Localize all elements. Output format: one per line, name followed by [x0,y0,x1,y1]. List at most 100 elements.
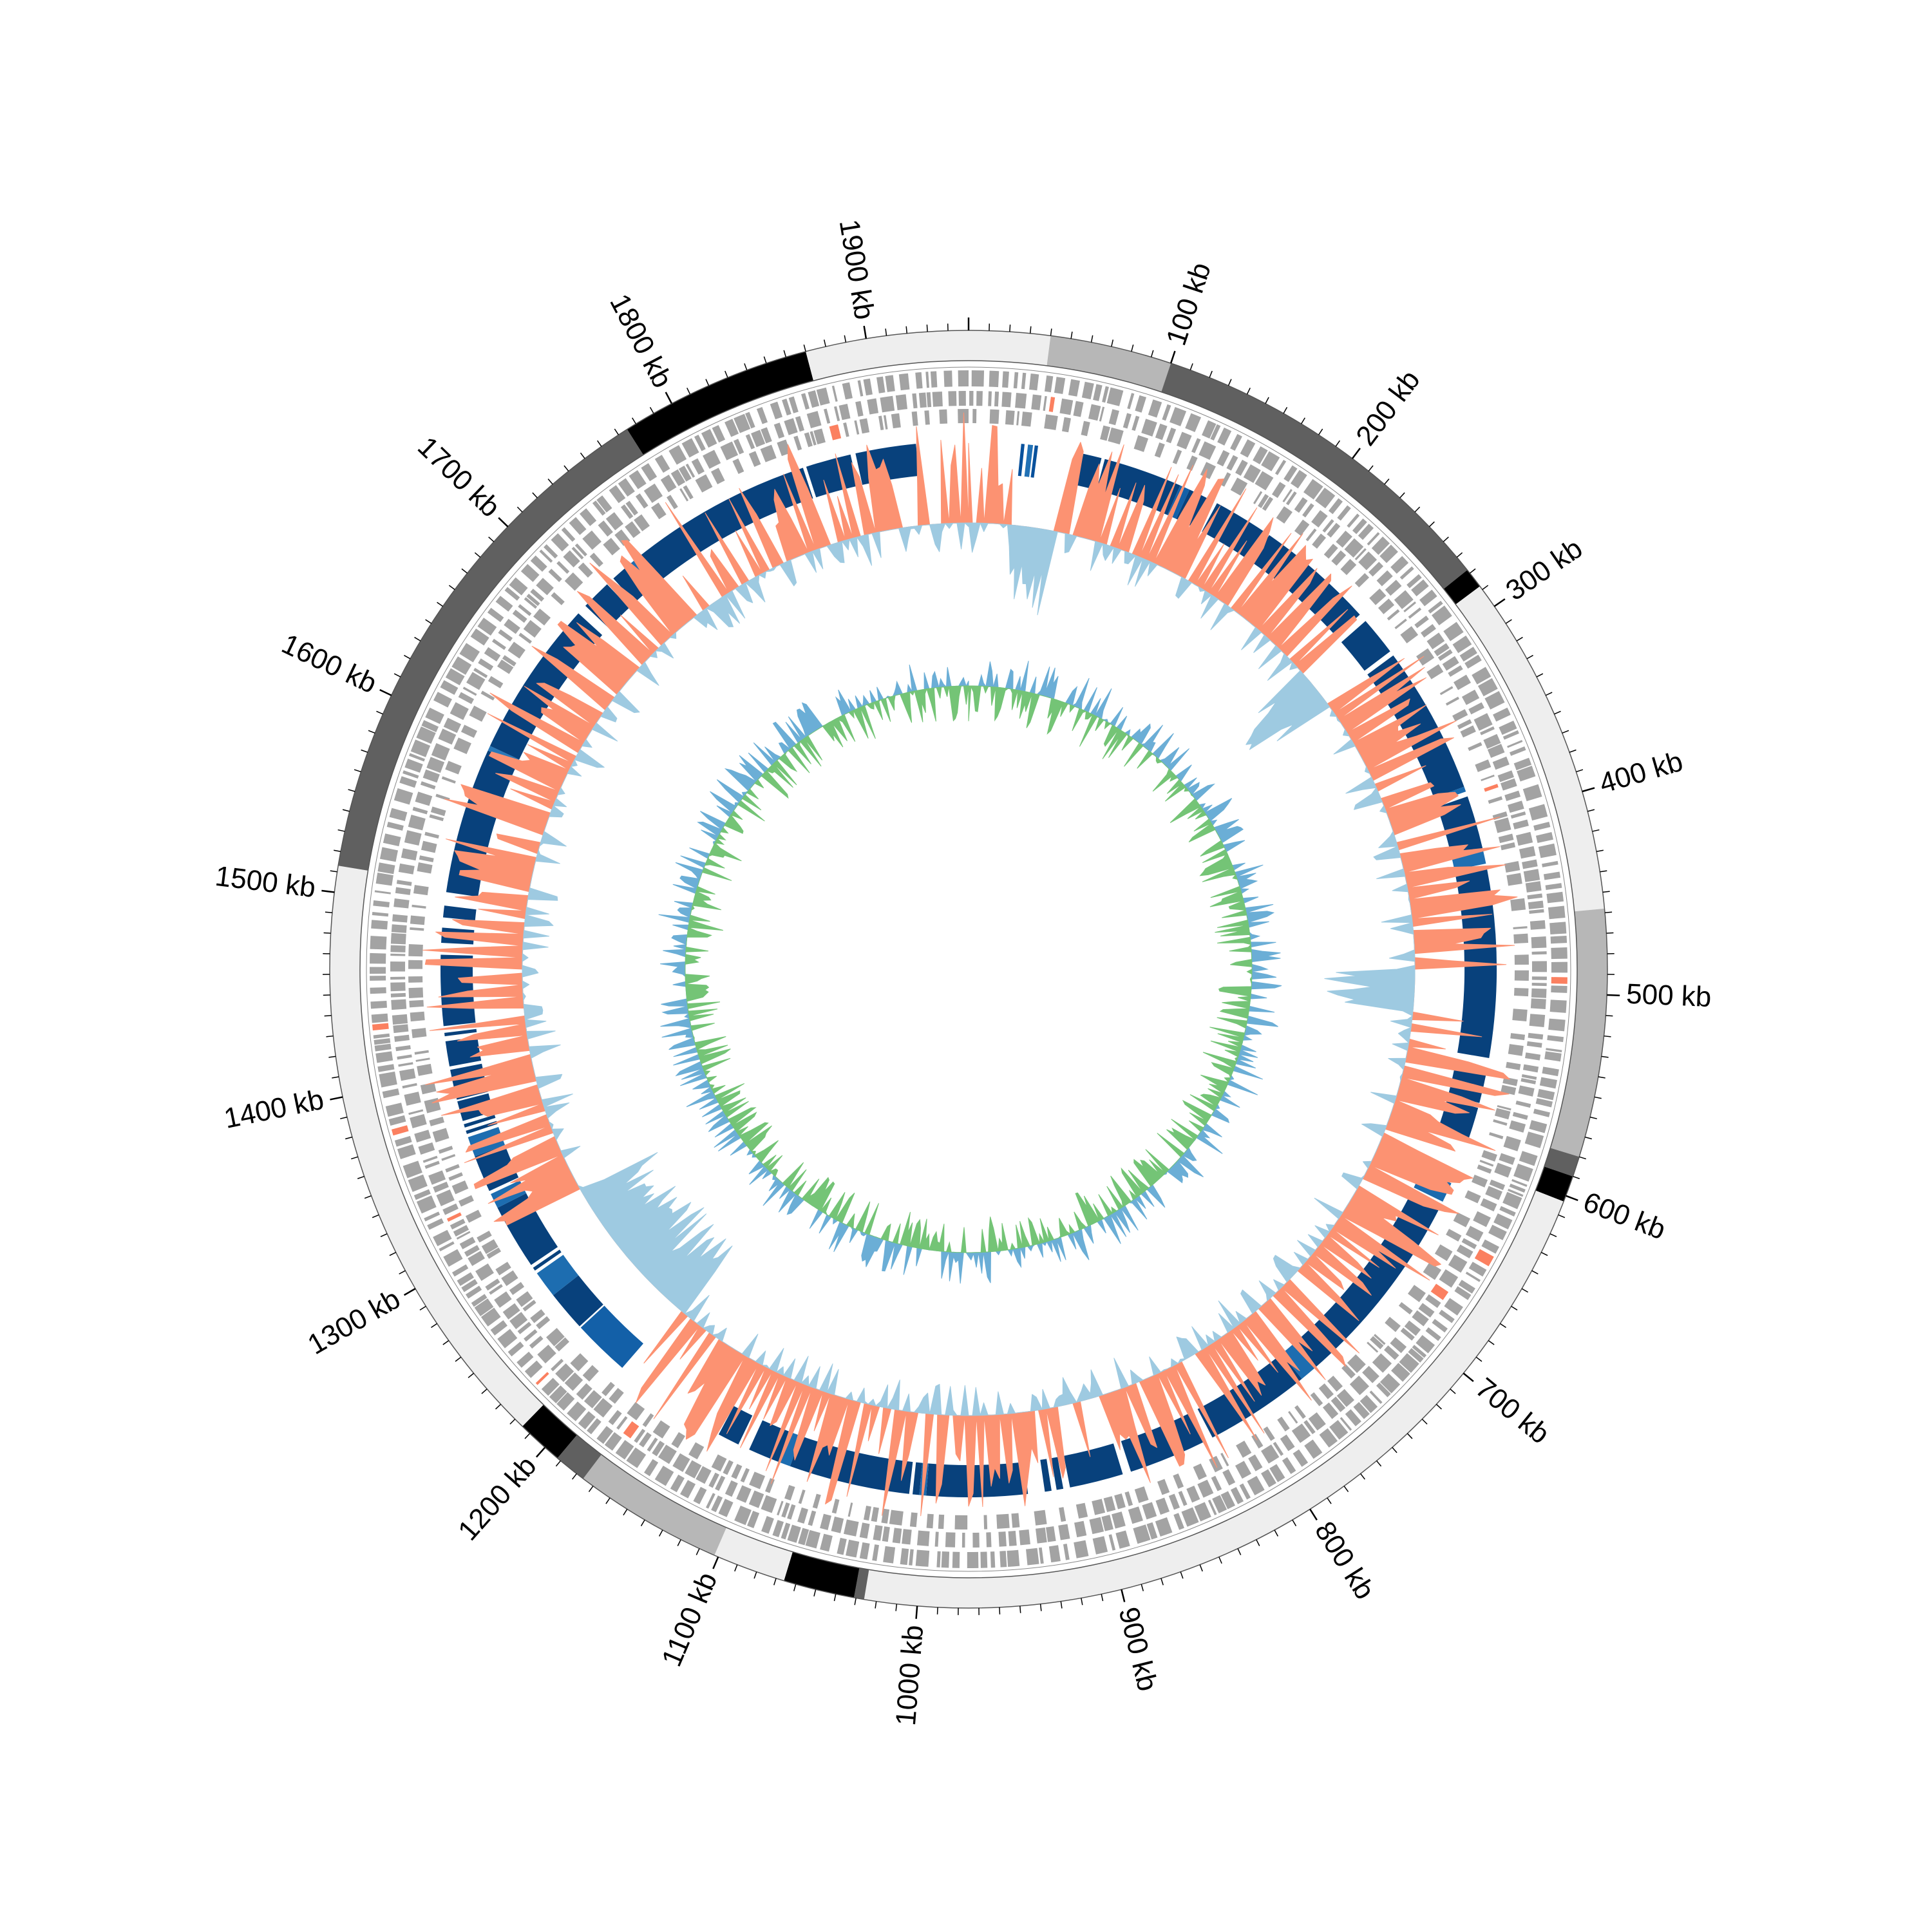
gene-feature [413,1189,431,1200]
gene-feature [782,399,791,416]
gene-feature [708,1472,719,1488]
gene-feature [1235,1461,1251,1479]
major-tick [863,325,867,339]
gene-feature [1508,1188,1524,1197]
gene-feature [882,1526,890,1542]
gene-feature [596,1426,614,1444]
gene-feature [761,427,772,444]
minor-tick [1579,1156,1587,1160]
gene-feature [934,1531,939,1547]
gene-feature [371,1013,388,1023]
gene-feature [402,1083,417,1089]
gene-feature [1385,1316,1401,1332]
gene-feature [883,415,888,430]
minor-tick [793,1584,797,1591]
gene-feature [1074,1520,1087,1538]
gene-feature [578,562,593,578]
gene-feature [1442,656,1459,671]
gene-feature [417,862,433,874]
gene-feature [1400,1327,1415,1341]
gene-feature [1531,982,1547,987]
gene-feature [1372,1353,1392,1373]
gene-feature [925,372,929,388]
gene-feature [1068,379,1080,397]
gene-feature [608,1410,622,1425]
gene-feature [736,1485,752,1503]
gene-feature [414,1050,429,1055]
major-tick [498,517,509,527]
gene-feature [1016,411,1020,426]
gene-feature [1458,1280,1475,1294]
homology-block [1063,1443,1123,1488]
gene-feature [1304,1439,1323,1459]
minor-tick [376,710,383,715]
gene-feature [1310,1392,1323,1406]
gene-feature [477,1231,492,1243]
tick-label: 500 kb [1625,978,1712,1013]
outer-region-band [329,330,1608,1609]
gene-feature [898,373,910,391]
gene-feature [838,403,851,421]
gene-feature [902,1529,912,1545]
minor-tick [1531,1270,1539,1274]
gene-feature [781,1502,790,1518]
gene-feature [1002,371,1009,388]
minor-tick [1090,335,1094,343]
minor-tick [596,440,602,447]
gene-feature [1336,530,1352,548]
gene-feature [480,1307,501,1327]
gene-feature [1408,1285,1426,1303]
gene-feature [408,976,423,983]
gene-feature [678,466,692,482]
gene-feature [438,1146,453,1154]
gene-feature [1045,1526,1056,1542]
gene-feature [1453,1212,1471,1227]
gene-feature [1007,1549,1020,1567]
gene-feature [1261,1444,1280,1464]
homology-block [1040,1459,1052,1492]
gene-feature [1322,1402,1339,1419]
gene-feature [391,999,407,1010]
gene-feature [926,1513,934,1529]
gene-feature [495,1262,511,1276]
gene-feature [418,1142,435,1155]
minor-tick [687,388,691,395]
minor-tick [1256,1539,1260,1546]
gene-feature [711,1495,723,1513]
minor-tick [555,1460,562,1467]
gene-feature [1157,1479,1170,1495]
gene-feature [688,1442,705,1460]
gene-feature [1128,1506,1143,1524]
gene-feature [895,394,908,410]
gene-feature [972,1532,980,1548]
gene-feature [395,887,411,895]
homology-block [912,1462,923,1495]
homology-block [806,454,858,498]
gene-feature [1247,1475,1265,1495]
gene-feature [770,401,783,420]
gene-feature [625,500,638,516]
gene-feature [1329,1420,1349,1440]
minor-tick [1596,849,1604,852]
minor-tick [547,478,553,485]
gene-feature [1500,842,1516,851]
gene-feature [915,1549,930,1567]
gene-feature [450,702,469,720]
gene-feature [1513,933,1529,944]
gene-feature [1288,1410,1298,1424]
gene-feature [1089,1517,1104,1535]
minor-tick [414,636,421,641]
gene-feature [1502,730,1519,740]
minor-tick [1456,552,1463,558]
gene-feature [1011,1513,1020,1528]
gene-feature [1359,1395,1378,1414]
gene-feature [1460,725,1476,738]
gene-feature [509,577,528,596]
gene-feature [589,553,603,567]
gene-feature [373,1033,390,1039]
gene-feature [1514,987,1529,997]
gene-feature [918,392,927,408]
minor-tick [1521,1288,1528,1293]
gene-feature [1294,1405,1306,1419]
gene-feature [1376,570,1393,587]
